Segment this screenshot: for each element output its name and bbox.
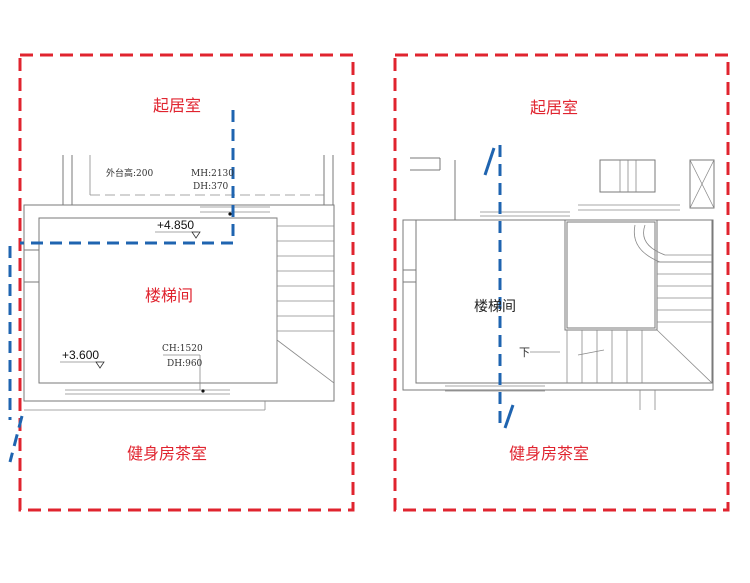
left-plan: 起居室 楼梯间 健身房茶室 外台高:200 MH:2130 DH:370 +4.…	[8, 53, 355, 512]
left-stairwell-walls	[23, 204, 335, 411]
ch-note: CH:1520	[162, 344, 203, 354]
right-room-top-label: 起居室	[530, 98, 578, 117]
right-blue-cut-mark-bottom	[503, 404, 515, 429]
left-stairwell-label: 楼梯间	[145, 286, 193, 305]
elevation-bottom: +3.600	[62, 348, 99, 362]
mh-note: MH:2130	[191, 169, 234, 179]
stair-down-label: 下	[519, 346, 530, 359]
right-stair-treads	[530, 261, 713, 384]
left-blue-cut-mark	[8, 415, 24, 463]
left-stair-treads	[276, 218, 335, 384]
right-red-boundary	[393, 53, 730, 512]
sill-height-note: 外台高:200	[106, 167, 153, 179]
elevation-top: +4.850	[157, 218, 194, 232]
left-room-bottom-label: 健身房茶室	[127, 444, 207, 463]
right-stairwell-walls	[402, 219, 714, 410]
left-upper-walls	[62, 155, 334, 213]
right-upper-walls	[410, 157, 715, 220]
right-blue-cut-mark-top	[483, 147, 496, 176]
dh-note-bottom: DH:960	[167, 359, 203, 369]
left-blue-section-line	[20, 110, 235, 245]
right-stairwell-label: 楼梯间	[474, 299, 516, 315]
left-room-top-label: 起居室	[153, 96, 201, 115]
right-room-bottom-label: 健身房茶室	[509, 444, 589, 463]
dh-note-top: DH:370	[193, 182, 229, 192]
left-red-boundary	[18, 53, 355, 512]
right-plan: 起居室 楼梯间 健身房茶室 下	[393, 53, 730, 512]
